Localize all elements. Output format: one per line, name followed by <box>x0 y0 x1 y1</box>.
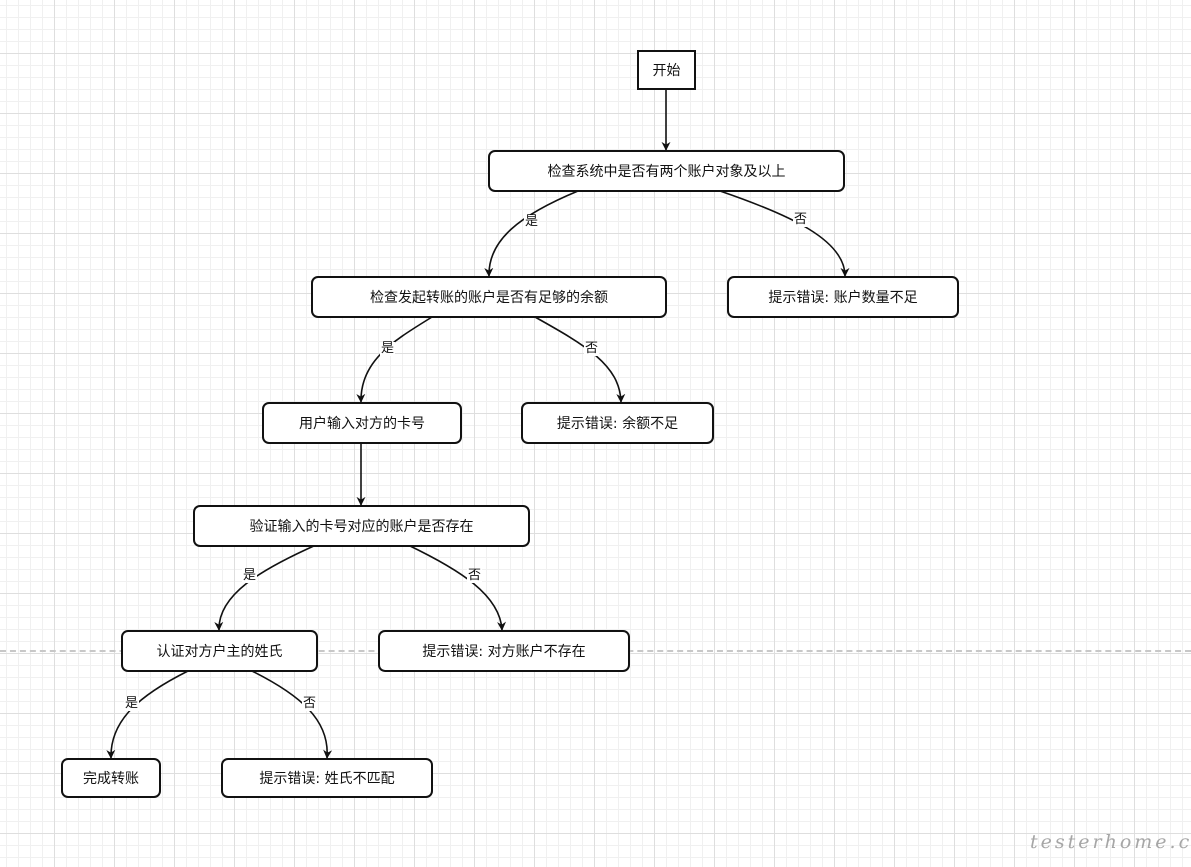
node-start[interactable]: 开始 <box>637 50 696 90</box>
node-error-balance[interactable]: 提示错误: 余额不足 <box>521 402 714 444</box>
node-error-name-mismatch[interactable]: 提示错误: 姓氏不匹配 <box>221 758 433 798</box>
node-input-card[interactable]: 用户输入对方的卡号 <box>262 402 462 444</box>
node-error-not-exist[interactable]: 提示错误: 对方账户不存在 <box>378 630 630 672</box>
edge-check-accounts-yes <box>484 190 579 277</box>
node-error-account-count[interactable]: 提示错误: 账户数量不足 <box>727 276 959 318</box>
node-complete-transfer[interactable]: 完成转账 <box>61 758 161 798</box>
edge-check-accounts-no <box>719 190 850 277</box>
watermark: testerhome.com <box>1030 831 1191 853</box>
edge-label-yes: 是 <box>524 214 540 229</box>
node-verify-name[interactable]: 认证对方户主的姓氏 <box>121 630 318 672</box>
node-check-balance[interactable]: 检查发起转账的账户是否有足够的余额 <box>311 276 667 318</box>
edge-label-yes: 是 <box>380 341 396 356</box>
edge-label-no: 否 <box>793 212 809 227</box>
edge-verify-name-no <box>251 670 333 759</box>
edge-verify-card-yes <box>214 544 317 631</box>
edge-label-no: 否 <box>584 341 600 356</box>
edge-label-yes: 是 <box>124 696 140 711</box>
edge-label-no: 否 <box>302 696 318 711</box>
edge-check-balance-no <box>534 316 626 403</box>
node-verify-card[interactable]: 验证输入的卡号对应的账户是否存在 <box>193 505 530 547</box>
edge-verify-card-no <box>407 544 507 631</box>
edge-check-balance-yes <box>356 316 433 403</box>
edge-label-yes: 是 <box>242 568 258 583</box>
edge-verify-name-yes <box>106 670 189 759</box>
node-check-accounts[interactable]: 检查系统中是否有两个账户对象及以上 <box>488 150 845 192</box>
edge-label-no: 否 <box>467 568 483 583</box>
